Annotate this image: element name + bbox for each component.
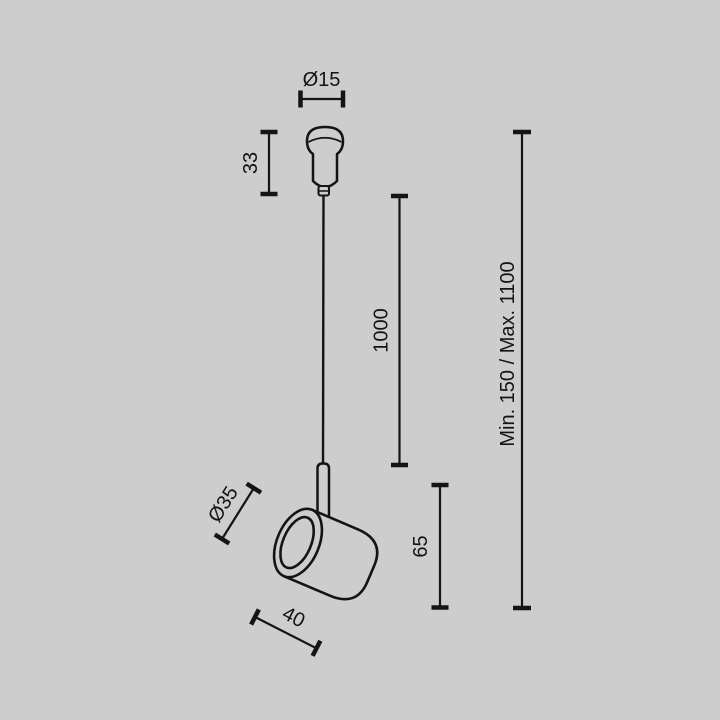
- suspension-cable: [321, 193, 325, 466]
- dim-canopy-diameter: Ø15: [298, 69, 346, 108]
- spot-head: [272, 507, 379, 601]
- dim-head-height: 65: [410, 482, 449, 610]
- spot-head-opening: [279, 515, 316, 570]
- dimension-tick: [213, 532, 231, 546]
- canopy-body: [305, 125, 345, 189]
- dimension-line: [254, 616, 317, 650]
- pendant-fixture: [272, 125, 379, 601]
- dim-canopy-height-label: 33: [240, 152, 262, 174]
- dim-canopy-diameter-label: Ø15: [303, 69, 341, 91]
- dim-canopy-height: 33: [240, 129, 278, 197]
- dim-suspension-range: Min. 150 / Max. 1100: [497, 129, 531, 611]
- lamp-stem: [316, 462, 331, 526]
- spot-head-front-ring: [272, 507, 324, 579]
- dimension-tick: [310, 639, 323, 657]
- dimension-tick: [249, 608, 261, 626]
- dimension-tick: [245, 481, 263, 495]
- dim-cable-length: 1000: [371, 193, 408, 468]
- ceiling-canopy: [305, 125, 345, 197]
- dim-head-height-label: 65: [410, 535, 432, 557]
- canopy-rim-line: [308, 136, 342, 143]
- dim-suspension-range-label: Min. 150 / Max. 1100: [497, 261, 519, 446]
- dimension-line: [221, 487, 255, 540]
- dim-cable-length-label: 1000: [371, 308, 393, 353]
